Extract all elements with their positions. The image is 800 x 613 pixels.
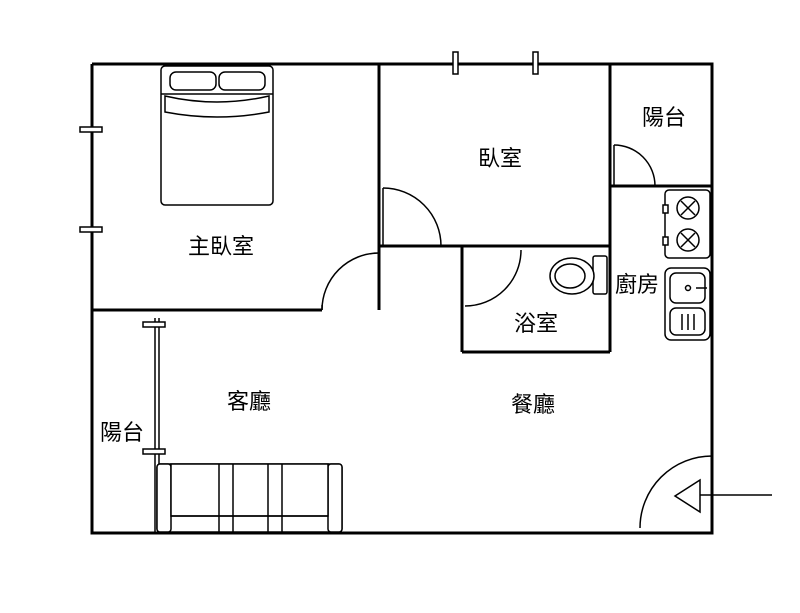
room-label-balcony-left: 陽台 [100, 421, 144, 446]
interior-walls [92, 64, 712, 354]
room-label-living-room: 客廳 [227, 390, 271, 415]
door-entrance [639, 453, 713, 529]
room-label-dining-room: 餐廳 [511, 393, 555, 418]
window-markers-left [79, 126, 103, 233]
sofa-icon [156, 463, 343, 533]
window-markers-top [452, 51, 539, 75]
room-label-bathroom: 浴室 [514, 312, 558, 337]
sink-icon [664, 267, 711, 341]
room-label-kitchen: 廚房 [615, 273, 659, 298]
room-label-master-bedroom: 主臥室 [188, 235, 254, 260]
double-bed-icon [160, 65, 274, 206]
door-bathroom [464, 245, 522, 307]
room-label-bedroom: 臥室 [478, 147, 522, 172]
door-bedroom [382, 187, 442, 247]
door-balcony [613, 144, 656, 187]
door-master-bedroom [321, 250, 380, 311]
toilet-icon [549, 255, 608, 295]
stove-icon [662, 189, 711, 259]
room-label-balcony-top: 陽台 [642, 106, 686, 131]
entrance-arrow-icon [673, 478, 772, 514]
